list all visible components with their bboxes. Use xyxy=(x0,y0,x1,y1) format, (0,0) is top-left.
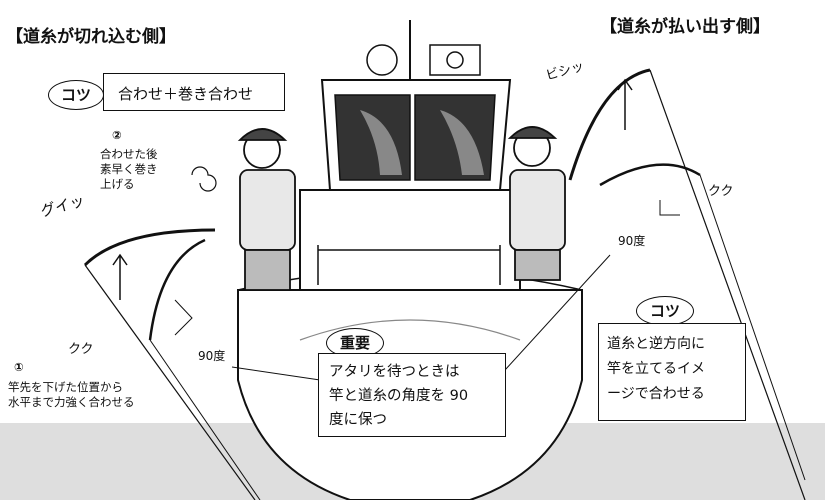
important-line-2: 竿と道糸の角度を 90 xyxy=(329,388,469,404)
hull-bow-wave xyxy=(299,319,521,341)
left-angler xyxy=(237,128,296,291)
step1-line-1: 竿先を下げた位置から xyxy=(8,380,123,394)
step2-line-1: 合わせた後 xyxy=(100,147,158,161)
right-angler xyxy=(507,126,566,281)
left-rod xyxy=(83,228,216,267)
step1-line-2: 水平まで力強く合わせる xyxy=(8,395,135,409)
tip-text-top: 合わせ＋巻き合わせ xyxy=(118,85,254,103)
important-line-3: 度に保つ xyxy=(329,412,387,428)
important-box: アタリを待つときは 竿と道糸の角度を 90 度に保つ xyxy=(318,353,506,437)
right-line-2 xyxy=(699,174,806,481)
right-rod xyxy=(568,68,651,181)
sfx-kukuu-right: クク xyxy=(708,184,734,199)
right-fishing-line xyxy=(649,69,806,500)
important-text: アタリを待つときは 竿と道糸の角度を 90 度に保つ xyxy=(329,360,468,432)
step2-number: ② xyxy=(112,128,122,142)
tip-badge-top: コツ xyxy=(48,80,104,110)
right-rod-2 xyxy=(599,163,701,187)
left-right-angle xyxy=(174,299,193,336)
step2-text: 合わせた後 素早く巻き 上げる xyxy=(100,147,158,192)
tip-text-right: 道糸と逆方向に 竿を立てるイメ ージで合わせる xyxy=(607,332,705,407)
tip-box-top: 合わせ＋巻き合わせ xyxy=(103,73,285,111)
tip-badge-right: コツ xyxy=(636,296,694,326)
angle-label-left: 90度 xyxy=(198,349,226,363)
cabin-body xyxy=(299,189,521,291)
tip-right-line-2: 竿を立てるイメ xyxy=(607,361,705,377)
step2-line-2: 素早く巻き xyxy=(100,162,158,176)
tip-right-line-1: 道糸と逆方向に xyxy=(607,336,705,352)
sfx-kukuu-left: クク xyxy=(68,342,94,357)
tip-box-right: 道糸と逆方向に 竿を立てるイメ ージで合わせる xyxy=(598,323,746,421)
left-line-2 xyxy=(149,339,261,500)
left-motion-arrow xyxy=(112,253,128,300)
step1-number: ① xyxy=(14,360,24,374)
left-rod-raised xyxy=(148,238,206,341)
header-right: 【道糸が払い出す側】 xyxy=(600,17,770,37)
left-fishing-line xyxy=(84,264,256,500)
radar-dish xyxy=(366,44,398,76)
step1-text: 竿先を下げた位置から 水平まで力強く合わせる xyxy=(8,380,135,410)
right-right-angle xyxy=(659,200,680,216)
step2-line-3: 上げる xyxy=(100,177,135,191)
tip-right-line-3: ージで合わせる xyxy=(607,386,705,402)
right-motion-arrow xyxy=(617,78,633,130)
header-left: 【道糸が切れ込む側】 xyxy=(6,27,176,47)
important-line-1: アタリを待つときは xyxy=(329,364,460,380)
deck-railing xyxy=(317,245,501,285)
angle-label-right: 90度 xyxy=(618,234,646,248)
